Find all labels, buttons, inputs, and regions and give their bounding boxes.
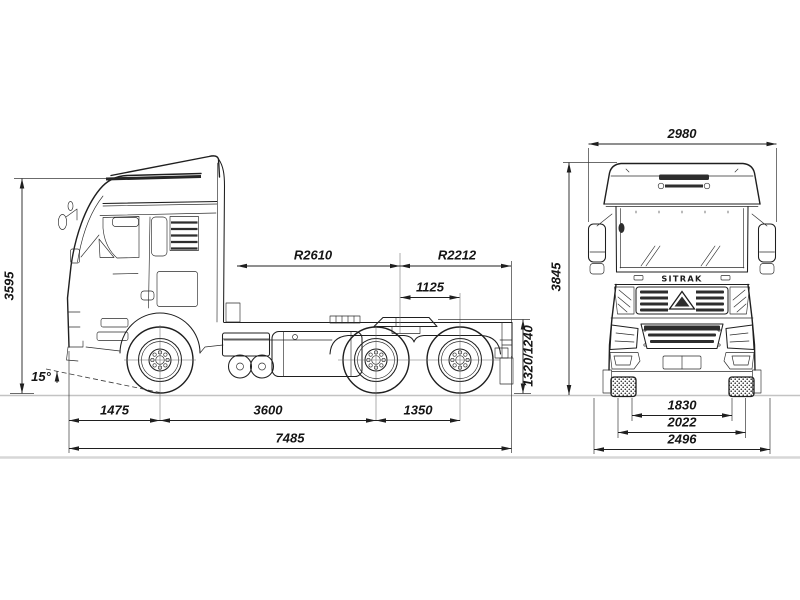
front-left-tire bbox=[610, 376, 637, 398]
storage-panel bbox=[156, 271, 198, 307]
dim-wheelbase: 3600 bbox=[254, 403, 284, 418]
ground-lines bbox=[0, 394, 800, 459]
left-headlight bbox=[609, 324, 639, 351]
door-handle bbox=[140, 290, 155, 301]
roof-deflector bbox=[603, 162, 761, 205]
left-mirror bbox=[587, 223, 607, 263]
grille bbox=[635, 286, 729, 315]
dim-rear-axle-spacing: 1350 bbox=[404, 403, 434, 418]
cab-step bbox=[96, 331, 129, 341]
rear-fenders bbox=[329, 334, 502, 355]
dim-width-over-tires: 2022 bbox=[667, 415, 698, 430]
dim-overall-width: 2980 bbox=[667, 126, 698, 141]
right-mirror bbox=[757, 223, 777, 263]
dim-front-track: 1830 bbox=[668, 398, 698, 413]
front-right-tire bbox=[728, 376, 755, 398]
dim-bumper-width: 2496 bbox=[667, 432, 698, 447]
cab-rear-edge bbox=[217, 158, 226, 323]
mud-guard bbox=[752, 369, 762, 394]
dim-overall-height-front: 3845 bbox=[549, 262, 564, 292]
cab-outline bbox=[66, 172, 202, 348]
dim-fifth-wheel-height: 1320/1240 bbox=[521, 325, 536, 387]
air-tank bbox=[249, 354, 275, 379]
quarter-window bbox=[151, 216, 168, 257]
dim-front-overhang: 1475 bbox=[100, 403, 130, 418]
fuel-tank bbox=[271, 330, 363, 378]
right-headlight bbox=[725, 324, 755, 351]
dim-approach-angle: 15° bbox=[31, 369, 51, 384]
front-view-drawing: SITRAK bbox=[587, 162, 777, 398]
front-view-dimensions: 2980 3845 1830 2022 2496 bbox=[549, 126, 777, 454]
dim-fifth-wheel-to-rear-axle: 1125 bbox=[416, 280, 445, 295]
side-view-dimensions: 3595 15° R2610 R2212 1125 1320/1240 1475… bbox=[2, 178, 536, 453]
side-view-drawing bbox=[45, 155, 514, 421]
tail-light bbox=[494, 347, 509, 359]
wipers bbox=[640, 245, 721, 267]
dim-overall-length: 7485 bbox=[276, 431, 306, 446]
air-tank bbox=[227, 354, 253, 379]
side-mirror bbox=[57, 214, 68, 230]
mud-flap bbox=[499, 357, 514, 385]
cab-step bbox=[100, 318, 129, 328]
air-intake-louvres bbox=[169, 216, 199, 251]
dim-rear-clearance-radius: R2212 bbox=[438, 248, 477, 263]
mud-guard bbox=[602, 369, 612, 394]
lower-grille bbox=[640, 323, 724, 350]
dim-overall-height-side: 3595 bbox=[2, 271, 17, 301]
brand-logo-text: SITRAK bbox=[661, 274, 702, 284]
door-window bbox=[102, 216, 140, 259]
dim-front-clearance-radius: R2610 bbox=[294, 248, 333, 263]
battery-box bbox=[221, 332, 271, 357]
